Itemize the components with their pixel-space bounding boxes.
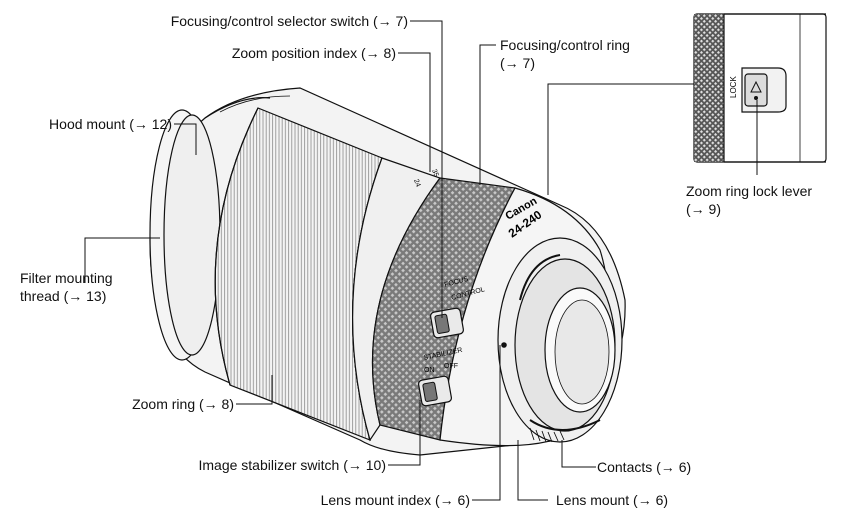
label-lens-mount-index: Lens mount index (→ 6)	[320, 492, 470, 508]
zoom-index-24-mark: 24	[412, 178, 421, 188]
label-control-ring-line2: (→ 7)	[500, 55, 535, 71]
lock-mark: LOCK	[729, 76, 738, 98]
leader-filter-thread	[84, 237, 160, 283]
zoom-ring-lock-lever[interactable]	[744, 73, 768, 107]
label-stabilizer-switch: Image stabilizer switch (→ 10)	[198, 457, 386, 473]
leader-mount-index	[472, 345, 501, 501]
label-focus-control-switch: Focusing/control selector switch (→ 7)	[170, 13, 408, 29]
leader-stabilizer	[388, 400, 421, 466]
zoom-index-35-mark: 35	[430, 168, 439, 178]
lens-mount-index-dot	[501, 342, 507, 348]
leader-focus-switch	[410, 20, 443, 318]
lock-lever-inset	[693, 13, 827, 163]
label-filter-thread-line1: Filter mounting	[20, 270, 113, 286]
leader-zoom-index	[398, 52, 431, 172]
label-hood-mount: Hood mount (→ 12)	[49, 116, 172, 132]
contacts	[529, 427, 565, 443]
stabilizer-on-mark: ON	[424, 367, 435, 374]
label-lock-lever-line2: (→ 9)	[686, 201, 721, 217]
label-lock-lever-line1: Zoom ring lock lever	[686, 183, 813, 199]
leader-zoom-ring	[236, 375, 273, 405]
leader-lines	[84, 20, 758, 501]
leader-contacts	[561, 440, 596, 468]
label-control-ring-line1: Focusing/control ring	[500, 37, 630, 53]
leader-hood-mount	[174, 123, 197, 155]
leader-inset-ref	[547, 83, 694, 195]
label-lens-mount: Lens mount (→ 6)	[556, 492, 669, 508]
focus-control-switch[interactable]	[430, 307, 464, 339]
leader-control-ring	[479, 44, 496, 185]
label-filter-thread-line2: thread (→ 13)	[20, 288, 107, 304]
label-zoom-ring: Zoom ring (→ 8)	[132, 396, 234, 412]
leader-lens-mount	[517, 440, 548, 501]
lens-body	[149, 87, 626, 456]
label-contacts: Contacts (→ 6)	[597, 459, 692, 475]
stabilizer-switch[interactable]	[418, 375, 452, 407]
front-ring-inner	[163, 114, 221, 356]
stabilizer-off-mark: OFF	[444, 363, 458, 370]
label-zoom-position-index: Zoom position index (→ 8)	[231, 45, 396, 61]
